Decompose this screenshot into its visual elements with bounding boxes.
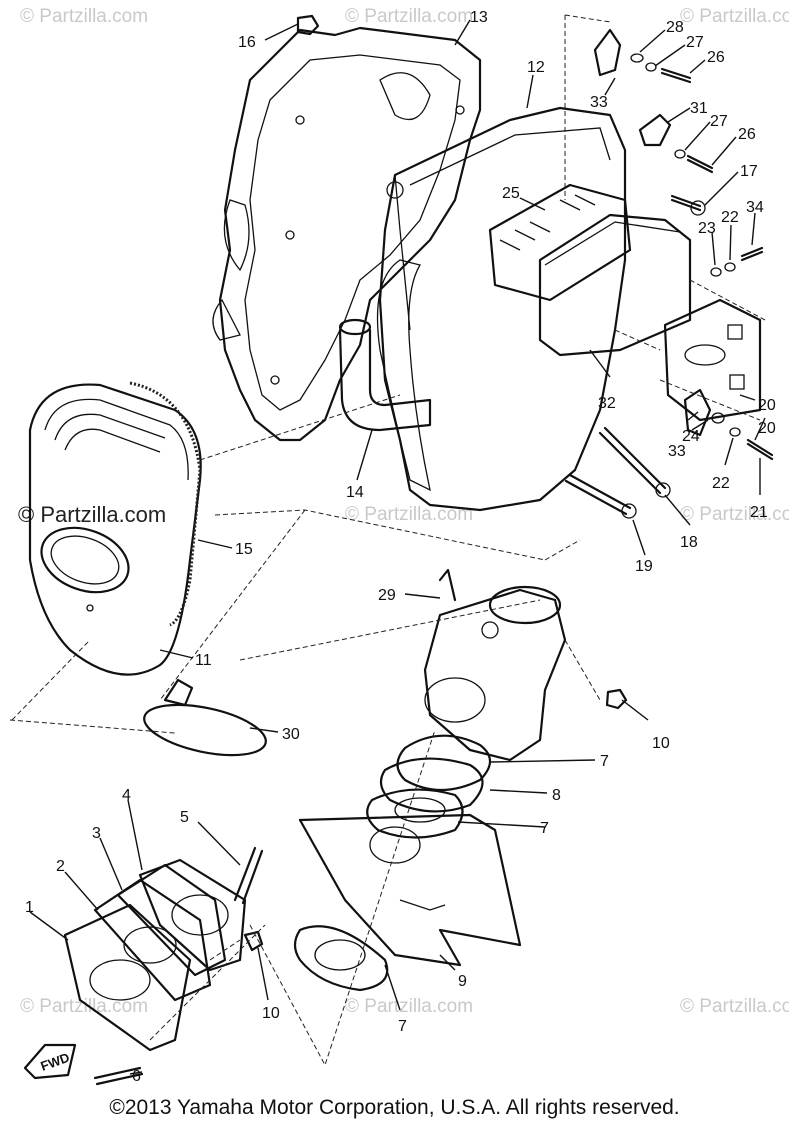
callout-17: 19 — [635, 558, 653, 575]
callout-7a: 7 — [600, 753, 609, 770]
callout-20b: 20 — [758, 420, 776, 437]
watermark: © Partzilla.com — [680, 996, 789, 1017]
part-9-shield — [298, 813, 522, 967]
callout-11: 11 — [195, 652, 212, 669]
part-18-nut — [296, 14, 320, 36]
callout-30: 30 — [282, 726, 300, 743]
watermark: © Partzilla.com — [20, 6, 148, 27]
watermark-main: © Partzilla.com — [18, 502, 166, 527]
bolts-16-17 — [564, 426, 671, 519]
callout-13: 13 — [470, 9, 488, 26]
fwd-label: FWD — [39, 1050, 72, 1074]
callout-24: 24 — [682, 428, 700, 445]
leader-lines — [29, 19, 766, 1075]
callout-26b: 26 — [738, 126, 756, 143]
part-13-cover — [212, 26, 482, 442]
callout-12: 12 — [527, 59, 545, 76]
callout-25: 25 — [502, 185, 520, 202]
part-14-hose — [338, 318, 432, 432]
watermark: © Partzilla.com — [345, 6, 473, 27]
watermark: © Partzilla.com — [345, 504, 473, 525]
callout-34: 34 — [746, 199, 764, 216]
callout-16: 18 — [680, 534, 698, 551]
callout-labels: 16 13 12 33 28 27 26 31 27 26 17 25 34 2… — [25, 9, 776, 1085]
callout-1: 1 — [25, 899, 34, 916]
callout-32: 32 — [598, 395, 616, 412]
callout-27: 27 — [686, 34, 704, 51]
part-20-bracket — [663, 298, 762, 422]
watermark: © Partzilla.com — [20, 996, 148, 1017]
callout-22b: 22 — [712, 475, 730, 492]
callout-9: 9 — [458, 973, 467, 990]
intake-stack-1-4 — [63, 858, 247, 1052]
callout-10b: 10 — [262, 1005, 280, 1022]
callout-27b: 27 — [710, 113, 728, 130]
callout-18: 16 — [238, 34, 256, 51]
studs-5-6 — [93, 846, 264, 1086]
callout-28: 28 — [666, 19, 684, 36]
watermarks: © Partzilla.com © Partzilla.com © Partzi… — [18, 6, 789, 1017]
callout-20: 20 — [758, 397, 776, 414]
part-10-nut-right — [605, 688, 628, 710]
callout-23: 23 — [698, 220, 716, 237]
callout-3: 3 — [92, 825, 101, 842]
callout-8: 8 — [552, 787, 561, 804]
part-12-housing — [376, 106, 627, 512]
callout-4: 4 — [122, 787, 131, 804]
callout-22: 22 — [721, 209, 739, 226]
callout-33b: 33 — [668, 443, 686, 460]
callout-31: 31 — [690, 100, 708, 117]
fwd-arrow: FWD — [23, 1043, 77, 1080]
watermark: © Partzilla.com — [680, 6, 789, 27]
callout-26: 26 — [707, 49, 725, 66]
callout-5: 5 — [180, 809, 189, 826]
callout-15: 17 — [740, 163, 758, 180]
part-25-rectifier — [488, 183, 632, 302]
callout-14: 14 — [346, 484, 364, 501]
part-32-coil — [538, 213, 692, 357]
dashed-guides — [9, 14, 766, 1067]
callout-7c: 7 — [398, 1018, 407, 1035]
callout-33: 33 — [590, 94, 608, 111]
watermark: © Partzilla.com — [680, 504, 789, 525]
part-7-gasket-lower — [293, 925, 389, 992]
fasteners-top-right — [630, 53, 774, 461]
watermark: © Partzilla.com — [345, 996, 473, 1017]
callout-29: 29 — [378, 587, 396, 604]
part-30-clamp — [143, 678, 267, 757]
carburetor-assy — [423, 568, 567, 762]
callout-7b: 7 — [540, 820, 549, 837]
part-11-silencer — [28, 381, 202, 676]
callout-2: 2 — [56, 858, 65, 875]
callout-6: 6 — [132, 1068, 141, 1085]
copyright-notice: ©2013 Yamaha Motor Corporation, U.S.A. A… — [109, 1096, 680, 1119]
callout-19: 15 — [235, 541, 253, 558]
callout-10: 10 — [652, 735, 670, 752]
callout-21: 21 — [750, 504, 768, 521]
gasket-stack — [366, 734, 492, 839]
part-31-33-clips — [593, 28, 712, 437]
